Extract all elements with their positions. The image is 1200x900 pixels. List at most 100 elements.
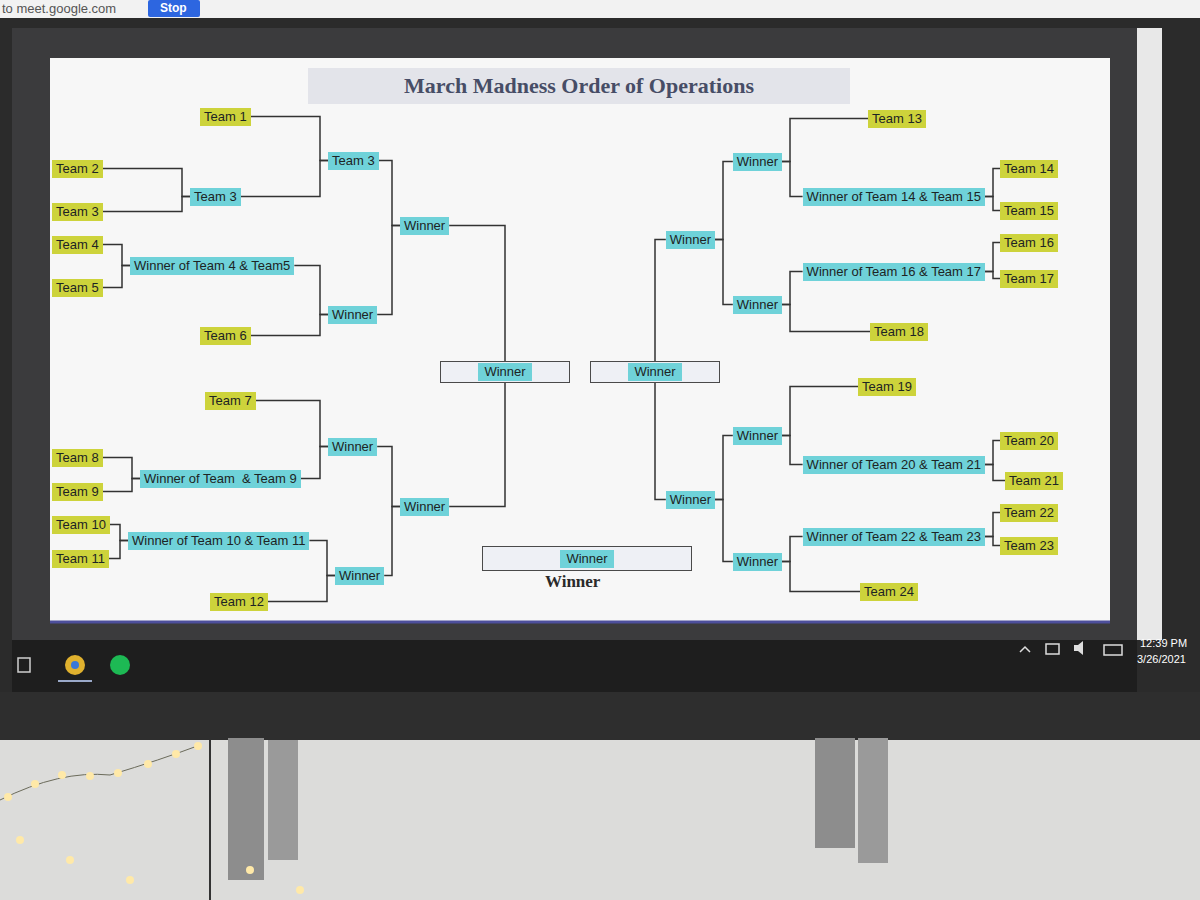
winner-label: Winner [400,217,449,235]
champion-caption: Winner [545,572,600,592]
bracket-line [715,436,733,500]
team-label: Team 18 [870,323,928,341]
team-slot: Team 16 [1000,233,1058,252]
bracket-line [268,576,335,602]
bracket-line [103,197,190,212]
bracket-line [251,117,328,161]
bracket-line [782,562,860,592]
team-label: Team 24 [860,583,918,601]
bracket-line [782,272,803,305]
active-app-bar [58,680,92,682]
winner-label: Team 3 [190,188,241,206]
winner-label: Winner [628,363,681,381]
share-bar [0,0,1200,18]
team-label: Team 17 [1000,270,1058,288]
bracket-line [985,272,1000,279]
team-slot: Team 9 [52,482,103,501]
team-slot: Team 10 [52,515,110,534]
chrome-icon-center [71,661,79,669]
bracket-line [109,541,128,559]
winner-slot: Team 3 [190,187,241,206]
winner-box: Winner [440,361,570,383]
slide [50,58,1110,622]
winner-slot: Winner [400,497,449,516]
bracket-line [782,387,858,436]
team-label: Team 12 [210,593,268,611]
team-slot: Team 1 [200,107,251,126]
team-label: Team 10 [52,516,110,534]
winner-label: Winner of Team 4 & Team5 [130,257,294,275]
team-slot: Team 18 [870,322,928,341]
winner-slot: Winner of Team 22 & Team 23 [803,527,985,546]
winner-slot: Winner of Team 16 & Team 17 [803,262,985,281]
winner-label: Winner [478,363,531,381]
bracket-line [103,479,140,492]
bracket-line [301,447,328,479]
network-icon [1046,644,1059,654]
team-slot: Team 24 [860,582,918,601]
winner-slot: Winner [400,216,449,235]
bracket-line [241,161,328,197]
winner-slot: Winner of Team 20 & Team 21 [803,455,985,474]
wall-mount [858,738,888,863]
team-label: Team 23 [1000,537,1058,555]
bracket-line [377,447,400,507]
team-slot: Team 6 [200,326,251,345]
screen-edge [1137,28,1162,640]
bracket-line [655,240,666,362]
team-slot: Team 19 [858,377,916,396]
chrome-icon [65,655,85,675]
bracket-line [103,266,130,288]
team-slot: Team 11 [52,549,109,568]
bracket-line [985,537,1000,546]
bracket-line [103,458,140,479]
bracket-line [715,500,733,562]
winner-slot: Winner [733,295,782,314]
team-slot: Team 2 [52,159,103,178]
bracket-line [715,240,733,305]
team-label: Team 11 [52,550,109,568]
clock-time: 12:39 PM [1140,636,1187,650]
team-label: Team 9 [52,483,103,501]
fairy-light-wire [0,745,200,800]
winner-label: Winner [733,553,782,571]
bracket-line [377,226,400,315]
bracket-line [782,305,870,332]
bracket-line [449,226,505,362]
winner-label: Winner of Team 22 & Team 23 [803,528,985,546]
winner-slot: Winner [328,437,377,456]
wall-lower [0,740,1200,900]
clock-date: 3/26/2021 [1137,652,1186,666]
winner-slot: Winner of Team 14 & Team 15 [803,187,985,206]
fairy-lights [4,742,304,894]
bracket-line [985,169,1000,197]
bracket-line [384,507,400,576]
team-label: Team 5 [52,279,103,297]
bracket-line [985,197,1000,211]
bracket-line [110,525,128,541]
winner-slot: Winner [733,552,782,571]
team-label: Team 2 [52,160,103,178]
title-band [308,68,850,104]
winner-label: Winner of Team 16 & Team 17 [803,263,985,281]
team-slot: Team 5 [52,278,103,297]
winner-slot: Winner [328,305,377,324]
bracket-line [985,243,1000,272]
diagram-title: March Madness Order of Operations [308,68,850,104]
winner-label: Winner [335,567,384,585]
team-label: Team 21 [1005,472,1063,490]
winner-label: Winner [328,438,377,456]
bracket-line [985,465,1005,481]
winner-slot: Team 3 [328,151,379,170]
wall-mount [815,738,855,848]
bracket-line [782,162,803,197]
team-label: Team 8 [52,449,103,467]
tray-arrow [1020,647,1030,652]
spotify-icon [110,655,130,675]
winner-slot: Winner [666,230,715,249]
slide-border [50,621,1110,624]
winner-label: Winner [733,153,782,171]
team-label: Team 22 [1000,504,1058,522]
stop-button-text: Stop [160,1,187,16]
